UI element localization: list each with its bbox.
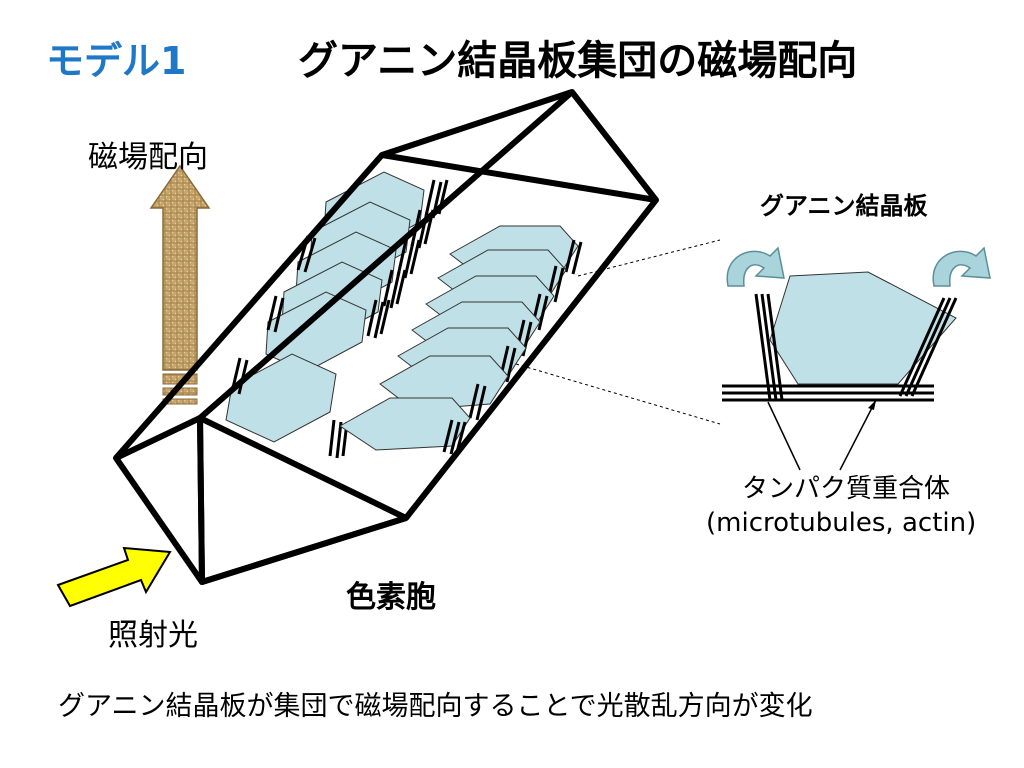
actin-filaments	[722, 384, 934, 402]
chromatophore-prism	[113, 89, 659, 585]
magnetic-orientation-label: 磁場配向	[88, 140, 208, 175]
guanine-plate-label: グアニン結晶板	[760, 192, 928, 220]
slide-title-model: モデル1	[46, 39, 187, 83]
guanine-plate	[379, 355, 509, 421]
guanine-plate	[339, 397, 471, 455]
chromatophore-label: 色素胞	[346, 580, 436, 615]
microtubules-right	[898, 297, 958, 397]
magnetic-field-arrow	[149, 164, 211, 405]
protein-complex-label: タンパク質重合体	[742, 474, 951, 504]
pointer-line	[767, 401, 801, 471]
protein-complex-sublabel: (microtubules, actin)	[706, 508, 977, 538]
light-arrow	[56, 546, 172, 608]
zoom-lines	[515, 239, 721, 425]
guanine-plate-row-front	[339, 225, 583, 455]
slide-title: グアニン結晶板集団の磁場配向	[298, 38, 858, 84]
microtubules-left	[754, 293, 784, 401]
rotation-arrow-left	[726, 246, 785, 287]
pointer-line	[839, 399, 877, 471]
irradiated-light-label: 照射光	[108, 618, 198, 653]
guanine-plate	[265, 291, 391, 373]
rotation-arrow-right	[932, 246, 991, 287]
guanine-plate-detail	[722, 246, 991, 471]
slide-caption: グアニン結晶板が集団で磁場配向することで光散乱方向が変化	[58, 691, 813, 722]
